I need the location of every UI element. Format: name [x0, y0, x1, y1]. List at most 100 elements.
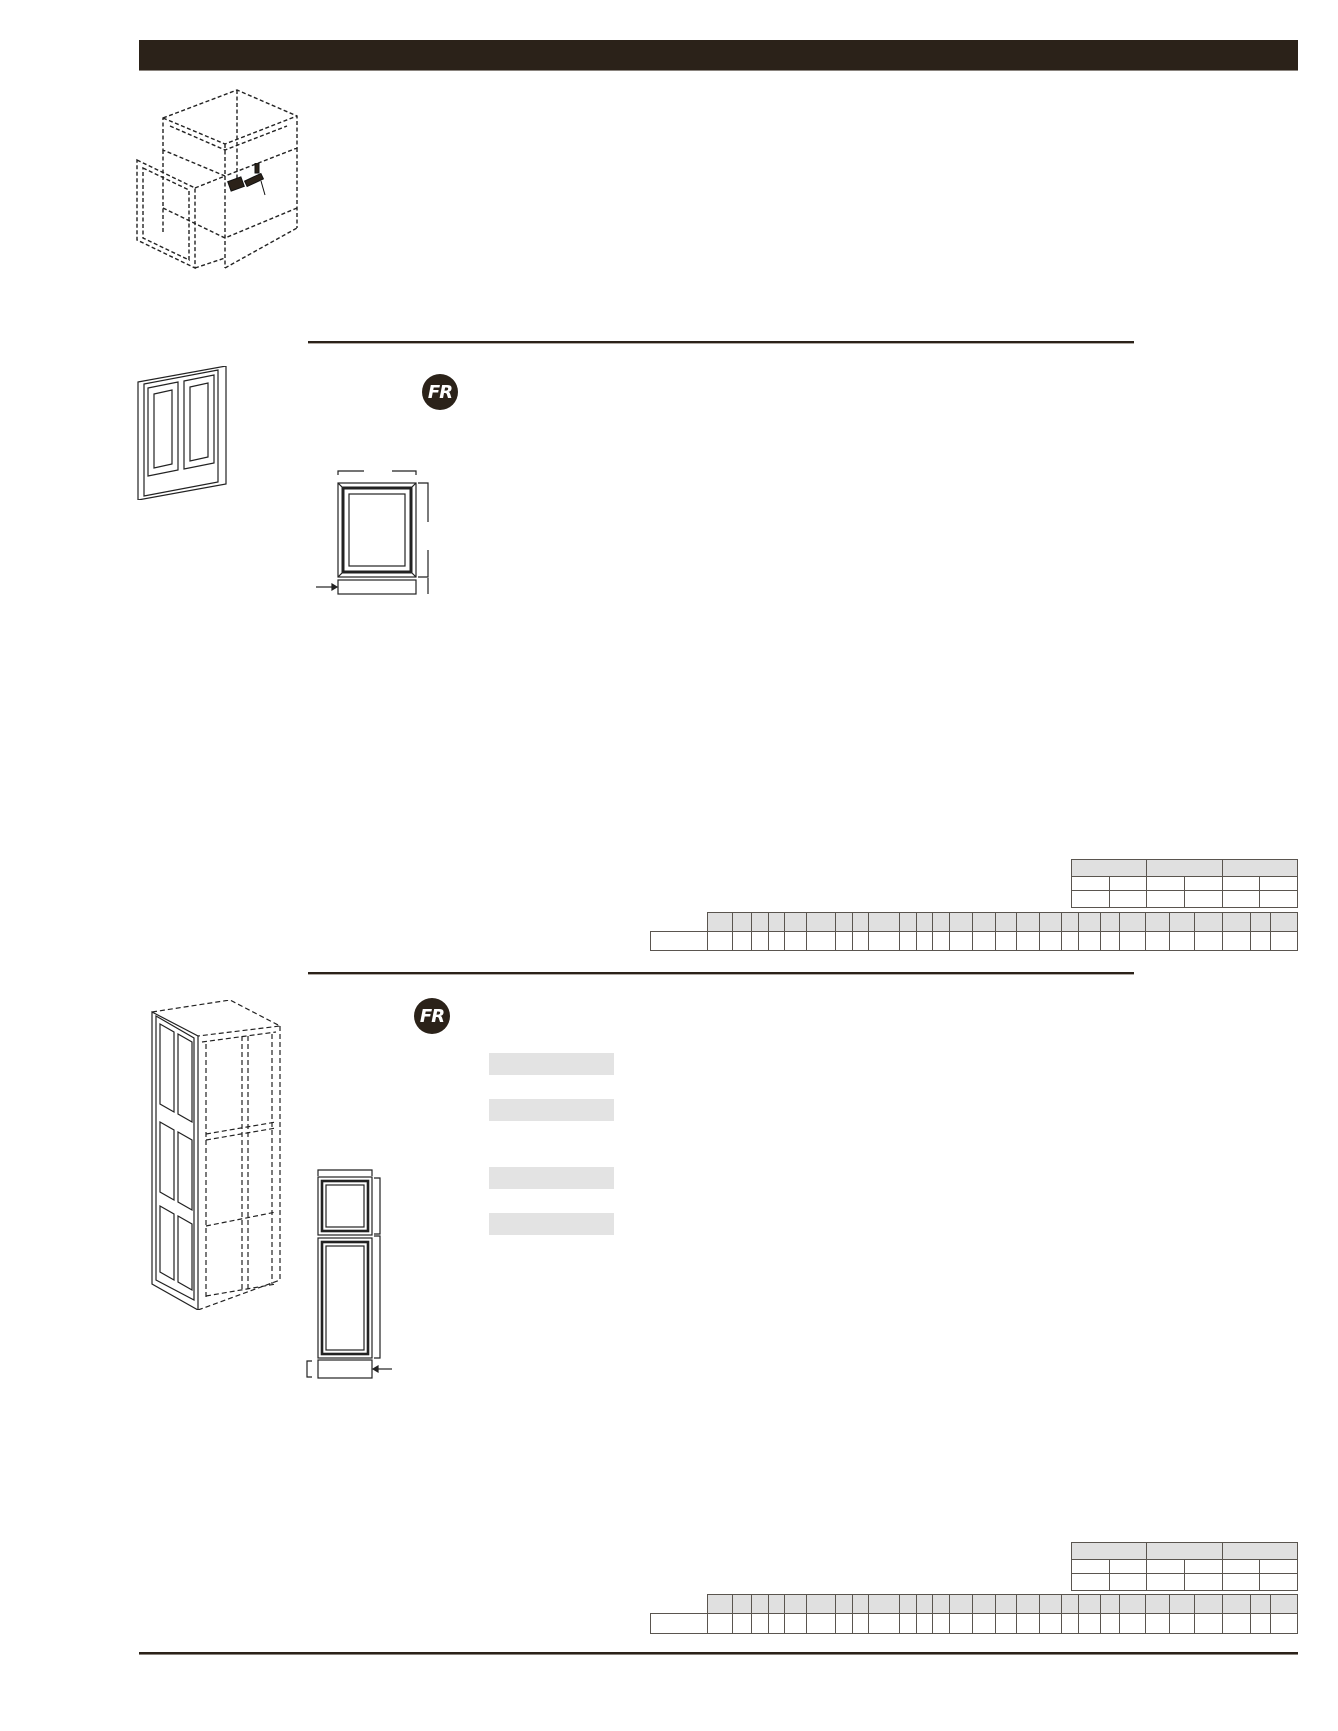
- size-table-header-cell: [767, 912, 785, 932]
- size-table-header-cell: [948, 912, 974, 932]
- size-table-value-cell: [1270, 931, 1298, 951]
- size-table-value-cell: [1118, 931, 1146, 951]
- size-table-value-cell: [1061, 931, 1079, 951]
- size-table-header-cell: [707, 912, 734, 932]
- size-table-value-cell: [783, 931, 807, 951]
- size-table-value-cell: [1061, 1613, 1079, 1634]
- option-cell: [1221, 1573, 1261, 1591]
- size-table-value-cell: [898, 931, 917, 951]
- size-table-header-cell: [1168, 1594, 1196, 1614]
- size-table-header-cell: [805, 1594, 836, 1614]
- size-table-header-cell: [1249, 1594, 1272, 1614]
- option-cell: [1108, 890, 1148, 908]
- size-table-header-cell: [1061, 1594, 1079, 1614]
- size-table-value-cell: [995, 1613, 1017, 1634]
- size-table-header-cell: [1270, 912, 1298, 932]
- fr-badge-label: FR: [419, 1005, 445, 1027]
- size-table-header-cell: [972, 912, 997, 932]
- size-table-value-cell: [898, 1613, 917, 1634]
- option-header-cell: [1146, 859, 1223, 877]
- page-header-bar: [139, 40, 1298, 71]
- size-table-header-cell: [1099, 1594, 1120, 1614]
- size-table-header-cell: [932, 912, 950, 932]
- size-table-header-cell: [972, 1594, 997, 1614]
- option-cell: [1071, 1573, 1110, 1591]
- size-table-header-cell: [1194, 1594, 1224, 1614]
- size-table-header-cell: [1061, 912, 1079, 932]
- size-table-value-cell: [1144, 1613, 1170, 1634]
- size-table-header-cell: [1222, 912, 1251, 932]
- size-table-header-cell: [995, 1594, 1017, 1614]
- size-table-value-cell: [783, 1613, 807, 1634]
- size-table-value-cell: [707, 931, 734, 951]
- size-table-value-cell: [1077, 931, 1101, 951]
- size-table: [649, 912, 1298, 951]
- footer-rule: [139, 1652, 1298, 1655]
- size-table-value-cell: [732, 1613, 753, 1634]
- size-table-header-cell: [751, 1594, 769, 1614]
- size-table-header-cell: [732, 1594, 753, 1614]
- size-table-value-cell: [834, 931, 853, 951]
- option-cell: [1146, 890, 1185, 908]
- cabinet-with-drawer-illustration: [125, 88, 305, 278]
- size-table-value-cell: [767, 931, 785, 951]
- option-cell: [1221, 1559, 1261, 1574]
- option-cell: [1183, 876, 1223, 891]
- size-table-value-cell: [1099, 931, 1120, 951]
- single-panel-elevation-drawing: [310, 465, 435, 595]
- size-table-header-cell: [751, 912, 769, 932]
- size-table-header-cell: [1038, 912, 1063, 932]
- size-table-value-cell: [868, 931, 900, 951]
- size-table-value-cell: [948, 931, 974, 951]
- size-table-value-cell: [932, 1613, 950, 1634]
- size-table-header-cell: [834, 912, 853, 932]
- size-table-value-cell: [1168, 1613, 1196, 1634]
- size-table-header-cell: [898, 912, 917, 932]
- size-table-value-cell: [851, 1613, 870, 1634]
- size-table-header-cell: [1144, 1594, 1170, 1614]
- size-table-value-cell: [851, 931, 870, 951]
- size-table-value-cell: [1222, 1613, 1251, 1634]
- size-table-header-cell: [995, 912, 1017, 932]
- size-table-header-cell: [1038, 1594, 1063, 1614]
- size-table-value-cell: [707, 1613, 734, 1634]
- size-table-header-cell: [783, 912, 807, 932]
- size-table-value-cell: [1168, 931, 1196, 951]
- fr-badge-icon: FR: [414, 998, 450, 1034]
- size-table-value-cell: [1194, 931, 1224, 951]
- size-table-value-cell: [972, 931, 997, 951]
- option-cell: [1146, 1559, 1185, 1574]
- size-table-value-cell: [1015, 1613, 1040, 1634]
- size-table-row-header: [649, 931, 709, 951]
- option-table: [1070, 1542, 1299, 1591]
- size-table-value-cell: [932, 931, 950, 951]
- size-table-value-cell: [948, 1613, 974, 1634]
- size-table-value-cell: [915, 931, 934, 951]
- size-table-header-cell: [1077, 912, 1101, 932]
- size-table-header-cell: [707, 1594, 734, 1614]
- size-table-value-cell: [834, 1613, 853, 1634]
- option-header-cell: [1221, 859, 1299, 877]
- tall-cabinet-end-panel-illustration: [150, 1000, 282, 1310]
- size-table-header-cell: [834, 1594, 853, 1614]
- size-table-value-cell: [1249, 1613, 1272, 1634]
- size-table-header-cell: [805, 912, 836, 932]
- size-table-value-cell: [732, 931, 753, 951]
- option-cell: [1108, 876, 1148, 891]
- size-table-header-cell: [1118, 1594, 1146, 1614]
- size-table-header-cell: [915, 1594, 934, 1614]
- two-panel-door-illustration: [136, 366, 228, 500]
- option-cell: [1183, 1559, 1223, 1574]
- option-cell: [1183, 1573, 1223, 1591]
- size-table-value-cell: [1249, 931, 1272, 951]
- size-table-header-cell: [1168, 912, 1196, 932]
- size-table-header-cell: [1144, 912, 1170, 932]
- option-cell: [1259, 876, 1298, 891]
- size-table-header-cell: [851, 912, 870, 932]
- option-header-cell: [1221, 1542, 1299, 1560]
- option-cell: [1071, 890, 1110, 908]
- size-table-corner: [651, 913, 708, 932]
- size-table-value-cell: [1270, 1613, 1298, 1634]
- size-table-header-cell: [1249, 912, 1272, 932]
- option-cell: [1108, 1573, 1148, 1591]
